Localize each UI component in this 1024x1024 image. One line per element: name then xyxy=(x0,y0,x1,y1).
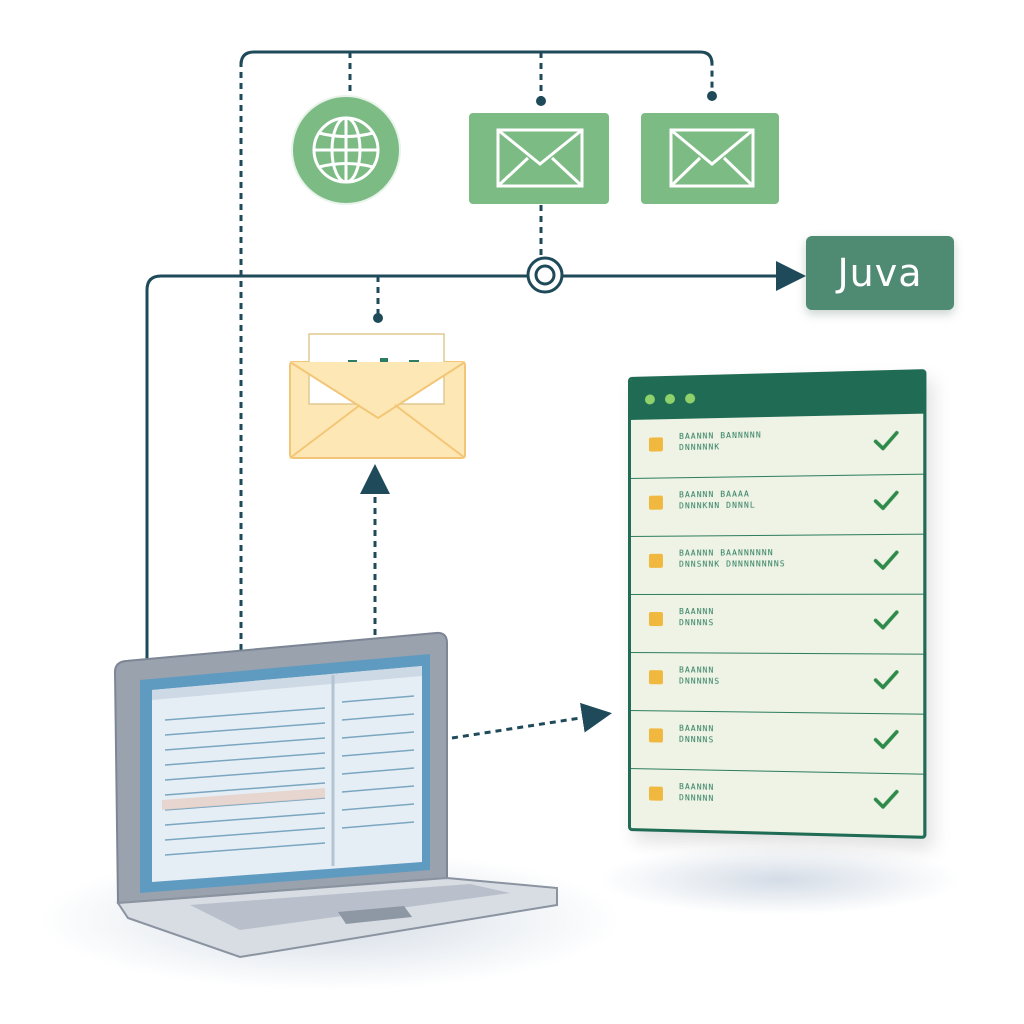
document-icon xyxy=(649,437,663,451)
check-icon xyxy=(872,548,899,573)
checklist-row: BAANNN BANNNNN DNNNNNK xyxy=(631,416,923,479)
checklist-titlebar xyxy=(631,372,923,420)
document-icon xyxy=(649,728,663,742)
globe-icon xyxy=(292,96,400,204)
checklist-row-text: BAANNN DNNNNS xyxy=(679,606,833,629)
checklist-row-text: BAANNN BAAAA DNNNKNN DNNNL xyxy=(679,487,833,511)
top-bus-solid xyxy=(241,52,712,65)
window-dot xyxy=(645,394,655,404)
checklist-frame: BAANNN BANNNNN DNNNNNK BAANNN BAAAA DNNN… xyxy=(628,369,926,839)
checklist-window: BAANNN BANNNNN DNNNNNK BAANNN BAAAA DNNN… xyxy=(628,369,926,839)
checklist-rows: BAANNN BANNNNN DNNNNNK BAANNN BAAAA DNNN… xyxy=(631,416,923,836)
checklist-row-text: BAANNN BAANNNNNN DNNSNNK DNNNNNNNNS xyxy=(679,547,833,570)
checklist-row-text: BAANNN BANNNNN DNNNNNK xyxy=(679,428,833,453)
hub-node-icon xyxy=(528,258,562,292)
check-icon xyxy=(872,668,899,693)
laptop-to-checklist-connector xyxy=(452,714,606,738)
checklist-row-text: BAANNN DNNNNN xyxy=(679,781,833,807)
document-icon xyxy=(649,496,663,510)
checklist-row: BAANNN DNNNNNS xyxy=(631,654,923,715)
mail-icon xyxy=(469,113,609,204)
check-icon xyxy=(872,787,899,812)
checklist-shadow xyxy=(600,845,960,915)
checklist-row: BAANNN BAAAA DNNNKNN DNNNL xyxy=(631,476,923,537)
window-dot xyxy=(665,394,675,404)
brand-label: Juva xyxy=(837,251,922,295)
checklist-row: BAANNN BAANNNNNN DNNSNNK DNNNNNNNNS xyxy=(631,536,923,595)
document-icon xyxy=(649,670,663,684)
document-icon xyxy=(649,786,663,800)
checklist-row: BAANNN DNNNNS xyxy=(631,596,923,655)
document-icon xyxy=(649,612,663,626)
checklist-row-text: BAANNN DNNNNS xyxy=(679,723,833,748)
checklist-row-text: BAANNN DNNNNNS xyxy=(679,664,833,688)
document-icon xyxy=(649,554,663,568)
checklist-row: BAANNN DNNNNN xyxy=(631,770,923,834)
window-dot xyxy=(685,393,695,403)
check-icon xyxy=(872,727,899,752)
check-icon xyxy=(872,488,899,513)
mail-icon xyxy=(641,113,779,204)
open-envelope-icon xyxy=(290,334,465,458)
juva-logo-badge: Juva xyxy=(806,236,954,310)
checklist-row: BAANNN DNNNNS xyxy=(631,712,923,775)
check-icon xyxy=(872,608,899,633)
laptop-icon xyxy=(115,633,557,957)
check-icon xyxy=(872,429,899,454)
